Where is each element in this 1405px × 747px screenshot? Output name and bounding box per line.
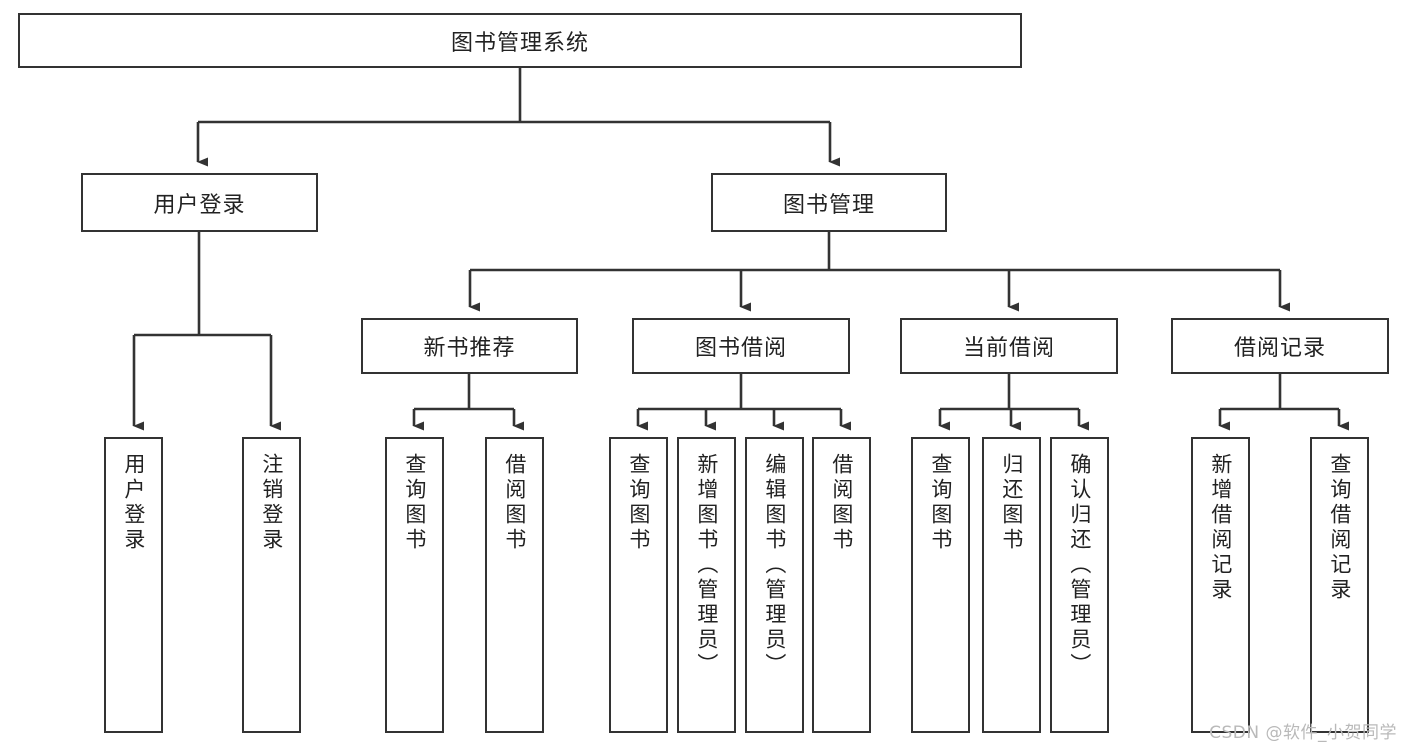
node-leaf-5[interactable]: 新增图书（管理员） [677, 437, 736, 733]
node-level3-2[interactable]: 当前借阅 [900, 318, 1118, 374]
node-leaf-4[interactable]: 查询图书 [609, 437, 668, 733]
node-level2-1[interactable]: 图书管理 [711, 173, 947, 232]
node-level3-3[interactable]: 借阅记录 [1171, 318, 1389, 374]
node-level2-0[interactable]: 用户登录 [81, 173, 318, 232]
node-leaf-8[interactable]: 查询图书 [911, 437, 970, 733]
node-leaf-9[interactable]: 归还图书 [982, 437, 1041, 733]
node-leaf-0[interactable]: 用户登录 [104, 437, 163, 733]
node-leaf-12[interactable]: 查询借阅记录 [1310, 437, 1369, 733]
node-level3-0[interactable]: 新书推荐 [361, 318, 578, 374]
watermark: CSDN @软件_小贺同学 [1209, 723, 1397, 743]
node-leaf-11[interactable]: 新增借阅记录 [1191, 437, 1250, 733]
node-leaf-2[interactable]: 查询图书 [385, 437, 444, 733]
node-leaf-3[interactable]: 借阅图书 [485, 437, 544, 733]
node-leaf-6[interactable]: 编辑图书（管理员） [745, 437, 804, 733]
node-level3-1[interactable]: 图书借阅 [632, 318, 850, 374]
node-root[interactable]: 图书管理系统 [18, 13, 1022, 68]
node-leaf-10[interactable]: 确认归还（管理员） [1050, 437, 1109, 733]
node-leaf-7[interactable]: 借阅图书 [812, 437, 871, 733]
node-leaf-1[interactable]: 注销登录 [242, 437, 301, 733]
